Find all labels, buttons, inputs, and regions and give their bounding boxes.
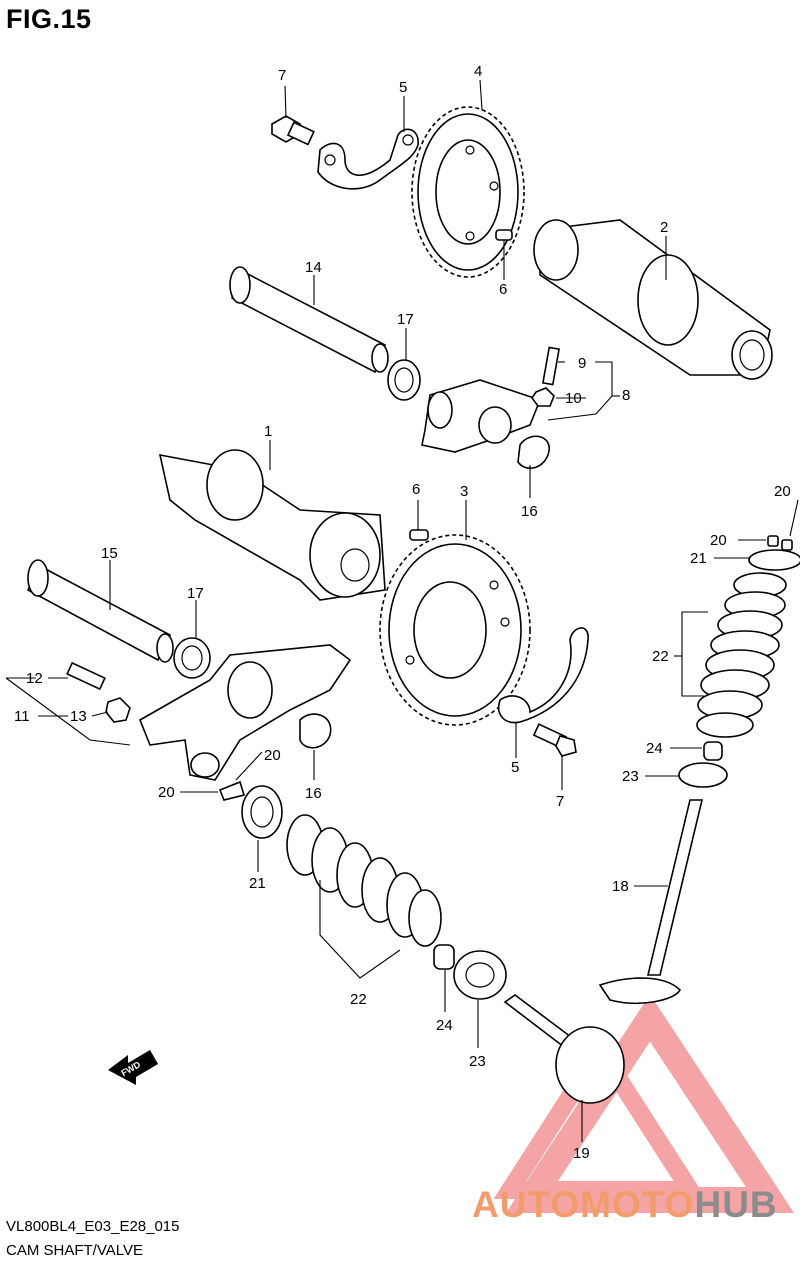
callout-24-right: 24: [646, 740, 663, 757]
callout-7-top: 7: [278, 67, 286, 84]
watermark-text: AUTOMOTOHUB: [472, 1184, 778, 1226]
fwd-arrow: [108, 1050, 158, 1085]
callout-2: 2: [660, 219, 668, 236]
figure-title: FIG.15: [6, 4, 92, 34]
bolt-7-top: [271, 115, 315, 146]
callout-8: 8: [622, 387, 630, 404]
callout-20-lower-b: 20: [158, 784, 175, 801]
callout-22-right: 22: [652, 648, 669, 665]
leader-lines: [5, 79, 799, 1142]
callout-6-lower: 6: [412, 481, 420, 498]
rocker-shaft-14: [229, 266, 389, 374]
spring-retainer-21-right: [748, 549, 800, 571]
callout-20-right: 20: [710, 532, 727, 549]
callout-1: 1: [264, 423, 272, 440]
callout-22-lower: 22: [350, 991, 367, 1008]
valve-stem-seal-24-right: [703, 741, 723, 761]
cotters-20-right: [767, 535, 793, 551]
callout-18: 18: [612, 878, 629, 895]
cotter-20-lower: [218, 780, 246, 801]
callout-11: 11: [14, 708, 30, 725]
bolt-7-lower: [532, 723, 577, 757]
valve-18: [598, 799, 704, 1004]
rocker-shaft-15: [26, 559, 174, 663]
valve-stem-seal-24-lower: [433, 944, 455, 970]
watermark-part2: HUB: [694, 1184, 778, 1225]
callout-21-lower: 21: [249, 875, 266, 892]
valve-19: [503, 994, 625, 1104]
callout-17-top: 17: [397, 311, 414, 328]
callout-24-lower: 24: [436, 1017, 453, 1034]
cam-sprocket-3: [379, 534, 531, 726]
callout-23-right: 23: [622, 768, 639, 785]
callout-10: 10: [565, 390, 582, 407]
washer-17-top: [387, 359, 421, 401]
callout-14: 14: [305, 259, 322, 276]
watermark-part1: AUTOMOTO: [472, 1184, 695, 1225]
callout-5-top: 5: [399, 79, 407, 96]
adjusting-screw-9: [542, 346, 560, 386]
plate-16-top: [517, 435, 551, 469]
rocker-arm-8: [421, 379, 542, 453]
locknut-13: [105, 697, 131, 723]
cam-chain-guide-5-top: [317, 128, 419, 190]
rocker-arm-11: [138, 644, 352, 781]
valve-spring-22-lower: [286, 814, 442, 947]
callout-17-lower: 17: [187, 585, 204, 602]
callout-15: 15: [101, 545, 118, 562]
callout-7-lower: 7: [556, 793, 564, 810]
callout-16-top: 16: [521, 503, 538, 520]
callout-5-lower: 5: [511, 759, 519, 776]
dowel-pin-6-top: [495, 229, 513, 241]
figure-name: CAM SHAFT/VALVE: [6, 1242, 143, 1259]
locknut-10: [531, 387, 555, 407]
washer-17-lower: [173, 637, 211, 679]
camshaft-2: [533, 219, 773, 380]
callout-19: 19: [573, 1145, 590, 1162]
callout-20-right-top: 20: [774, 483, 791, 500]
valve-spring-22-right: [696, 572, 787, 738]
spring-seat-23-right: [678, 762, 728, 788]
plate-16-lower: [299, 713, 332, 749]
callout-13: 13: [70, 708, 87, 725]
watermark-logo: [493, 994, 795, 1213]
callout-6-top: 6: [499, 281, 507, 298]
figure-code: VL800BL4_E03_E28_015: [6, 1218, 180, 1235]
spring-seat-23-lower: [453, 950, 507, 1000]
adjusting-screw-12: [66, 661, 106, 691]
callout-21-right: 21: [690, 550, 707, 567]
cam-chain-guide-5-lower: [498, 627, 589, 724]
callout-16-lower: 16: [305, 785, 322, 802]
callout-labels: 7 5 4 2 6 14 17 9 10 8 16 1 6 3 20 20 21…: [14, 63, 791, 1162]
callout-23-lower: 23: [469, 1053, 486, 1070]
callout-4: 4: [474, 63, 482, 80]
callout-12: 12: [26, 670, 43, 687]
dowel-pin-6-lower: [409, 529, 429, 541]
camshaft-1: [158, 449, 386, 601]
cam-sprocket-4: [411, 106, 525, 278]
callout-9: 9: [578, 355, 586, 372]
spring-retainer-21-lower: [241, 785, 283, 839]
callout-20-lower-a: 20: [264, 747, 281, 764]
callout-3: 3: [460, 483, 468, 500]
